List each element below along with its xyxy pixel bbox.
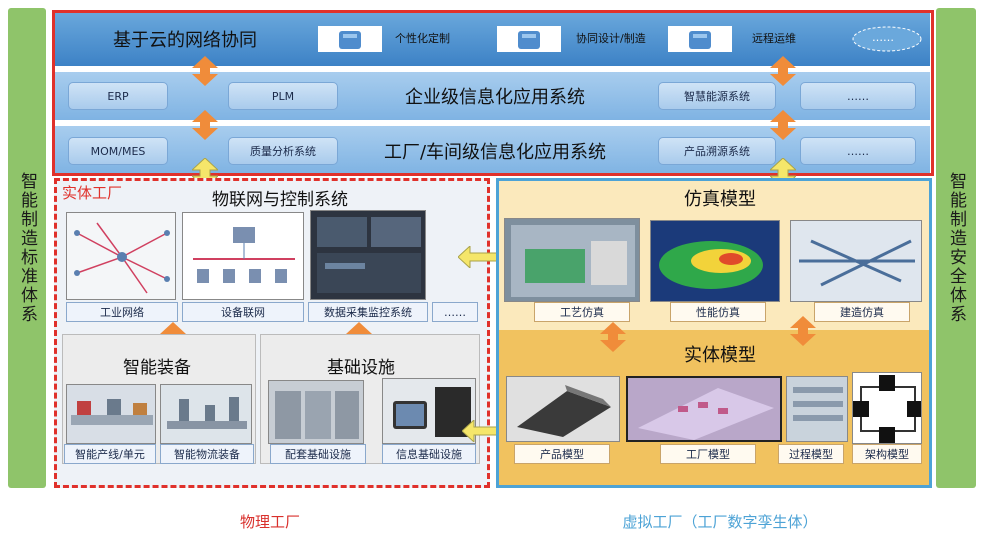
bidirectional-arrow-icon bbox=[600, 322, 626, 352]
production-line-image bbox=[66, 384, 156, 444]
physical-factory-tag: 实体工厂 bbox=[62, 184, 123, 202]
horizontal-arrow-icon bbox=[458, 246, 524, 268]
enterprise-ellipsis-pill: …… bbox=[800, 82, 916, 110]
support-facility-image bbox=[268, 380, 364, 444]
info-facility-label: 信息基础设施 bbox=[382, 444, 476, 464]
support-facility-label: 配套基础设施 bbox=[270, 444, 366, 464]
industrial-network-image bbox=[66, 212, 176, 300]
standard-system-column: 智能制造标准体系 bbox=[8, 8, 46, 488]
virtual-factory-caption: 虚拟工厂（工厂数字孪生体） bbox=[622, 512, 818, 531]
device-network-image bbox=[182, 212, 304, 300]
bidirectional-arrow-icon bbox=[770, 110, 796, 140]
server-icon bbox=[318, 26, 382, 52]
entity-title: 实体模型 bbox=[684, 345, 756, 366]
product-model-image bbox=[506, 376, 620, 442]
collab-label: 协同设计/制造 bbox=[576, 32, 646, 45]
top-red-frame bbox=[52, 10, 934, 176]
iot-ellipsis-label: …… bbox=[432, 302, 478, 322]
factory-model-label: 工厂模型 bbox=[660, 444, 756, 464]
architecture-model-image bbox=[852, 372, 922, 444]
construction-sim-label: 建造仿真 bbox=[814, 302, 910, 322]
mom-mes-pill: MOM/MES bbox=[68, 137, 168, 165]
infrastructure-title: 基础设施 bbox=[327, 357, 395, 378]
factory-ellipsis-pill: …… bbox=[800, 137, 916, 165]
remote-ops-label: 远程运维 bbox=[752, 32, 796, 45]
bidirectional-arrow-icon bbox=[192, 110, 218, 140]
cloud-icon bbox=[850, 24, 924, 54]
data-monitoring-label: 数据采集监控系统 bbox=[308, 302, 428, 322]
trace-pill: 产品溯源系统 bbox=[658, 137, 776, 165]
security-system-column: 智能制造安全体系 bbox=[936, 8, 976, 488]
logistics-equipment-label: 智能物流装备 bbox=[160, 444, 254, 464]
device-network-label: 设备联网 bbox=[182, 302, 304, 322]
iot-title: 物联网与控制系统 bbox=[212, 189, 348, 210]
cloud-row-title: 基于云的网络协同 bbox=[113, 30, 257, 51]
logistics-equipment-image bbox=[160, 384, 252, 444]
physical-factory-caption: 物理工厂 bbox=[239, 512, 300, 531]
bidirectional-arrow-icon bbox=[770, 56, 796, 86]
factory-row-title: 工厂/车间级信息化应用系统 bbox=[383, 142, 607, 163]
horizontal-arrow-icon bbox=[462, 420, 528, 442]
process-model-label: 过程模型 bbox=[778, 444, 844, 464]
performance-sim-image bbox=[650, 220, 780, 302]
bidirectional-arrow-icon bbox=[192, 56, 218, 86]
plm-pill: PLM bbox=[228, 82, 338, 110]
energy-pill: 智慧能源系统 bbox=[658, 82, 776, 110]
factory-model-image bbox=[626, 376, 782, 442]
cloud-ellipsis: …… bbox=[872, 31, 894, 44]
equipment-title: 智能装备 bbox=[123, 357, 191, 378]
production-line-label: 智能产线/单元 bbox=[64, 444, 156, 464]
industrial-network-label: 工业网络 bbox=[66, 302, 178, 322]
bidirectional-arrow-icon bbox=[790, 316, 816, 346]
process-sim-image bbox=[504, 218, 640, 302]
architecture-model-label: 架构模型 bbox=[852, 444, 922, 464]
sim-title: 仿真模型 bbox=[684, 189, 756, 210]
erp-pill: ERP bbox=[68, 82, 168, 110]
construction-sim-image bbox=[790, 220, 922, 302]
enterprise-row-title: 企业级信息化应用系统 bbox=[405, 87, 585, 108]
product-model-label: 产品模型 bbox=[514, 444, 610, 464]
custom-label: 个性化定制 bbox=[395, 32, 450, 45]
process-model-image bbox=[786, 376, 848, 442]
standard-system-label: 智能制造标准体系 bbox=[17, 172, 37, 324]
server-icon bbox=[668, 26, 732, 52]
monitoring-screens-image bbox=[310, 210, 426, 300]
process-sim-label: 工艺仿真 bbox=[534, 302, 630, 322]
quality-pill: 质量分析系统 bbox=[228, 137, 338, 165]
performance-sim-label: 性能仿真 bbox=[670, 302, 766, 322]
security-system-label: 智能制造安全体系 bbox=[946, 172, 966, 324]
server-icon bbox=[497, 26, 561, 52]
